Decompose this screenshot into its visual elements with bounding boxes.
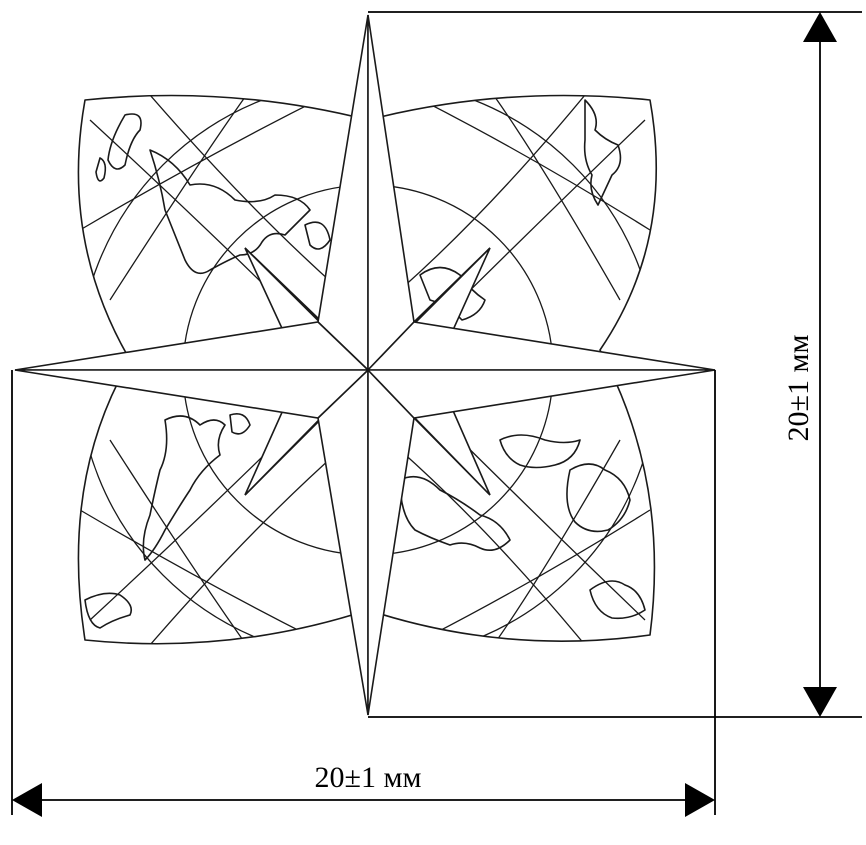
arrowhead-left — [12, 783, 42, 817]
width-dimension-label: 20±1 мм — [315, 761, 422, 794]
grid-arc — [399, 95, 586, 291]
grid-arc — [339, 95, 651, 231]
continent-south-america — [142, 415, 226, 561]
continent-north-america — [149, 149, 311, 275]
grid-arc — [79, 509, 401, 644]
ray-west-bottom — [14, 369, 370, 419]
grid-arc — [109, 95, 251, 301]
dimension-height: 20±1 мм — [368, 11, 862, 718]
continent-africa — [399, 475, 511, 551]
continent-south-asia — [499, 434, 581, 469]
dimension-width: 20±1 мм — [11, 370, 716, 817]
island-caribbean — [229, 412, 251, 435]
globe-outline — [77, 94, 658, 645]
ray-west-top — [14, 321, 370, 371]
continent-australia — [566, 463, 631, 533]
globe-grid — [78, 95, 657, 644]
continent-greenland — [107, 113, 142, 170]
grid-arc — [399, 449, 586, 644]
continent-antarctic-right — [589, 580, 646, 620]
continent-northwest-coast — [304, 221, 331, 250]
grid-arc — [339, 509, 651, 644]
ray-south-right — [367, 368, 415, 716]
ray-east-bottom — [366, 369, 716, 419]
ray-south-left — [317, 368, 369, 716]
grid-arc — [489, 439, 621, 644]
grid-arc — [149, 449, 341, 644]
grid-arc — [79, 95, 401, 231]
arrowhead-bottom — [803, 687, 837, 717]
ray-east-top — [366, 321, 716, 371]
ray-north-right — [367, 14, 415, 372]
arrowhead-right — [685, 783, 715, 817]
cardinal-rays — [14, 14, 716, 716]
continent-antarctic-left — [84, 592, 133, 629]
grid-arc — [109, 439, 251, 644]
grid-arc — [489, 95, 621, 301]
continent-europe — [583, 99, 622, 206]
height-dimension-label: 20±1 мм — [782, 335, 815, 442]
compass-star — [14, 14, 716, 716]
ray-north-left — [317, 14, 369, 372]
arrowhead-top — [803, 12, 837, 42]
island-small — [95, 157, 107, 182]
grid-arc — [149, 95, 341, 291]
